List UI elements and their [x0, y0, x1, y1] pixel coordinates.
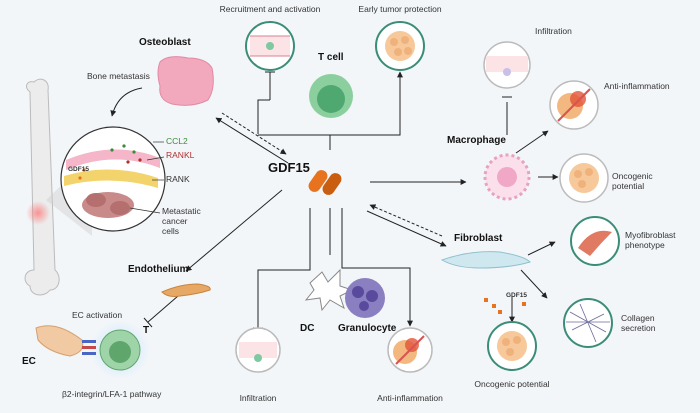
tcell	[309, 74, 353, 118]
granulocyte-cell	[345, 278, 385, 318]
inhibit-ec-bar	[143, 317, 153, 328]
arrow-from-fibroblast	[369, 204, 443, 237]
label-mac-oncogenic: Oncogenic potential	[612, 171, 653, 191]
mac-anti-inflammation-circle	[549, 80, 599, 130]
gdf15-particles	[484, 298, 526, 314]
arrow-to-anti-inflammation-bottom	[341, 208, 413, 327]
infiltration-bottom-circle	[235, 327, 281, 373]
ec-t-interaction	[35, 320, 150, 380]
arrow-to-endothelium	[185, 189, 283, 272]
label-inset-gdf15: GDF15	[68, 166, 89, 173]
label-mac-anti-inflammation: Anti-inflammation	[604, 81, 670, 91]
arrow-from-osteoblast	[221, 112, 287, 155]
label-gdf15: GDF15	[268, 160, 310, 175]
label-recruitment: Recruitment and activation	[219, 4, 321, 14]
gdf15-protein	[308, 170, 342, 195]
label-dc: DC	[300, 323, 315, 334]
label-rank: RANK	[166, 174, 190, 184]
label-endothelium: Endothelium	[128, 264, 189, 275]
arrow-bone-metastasis	[110, 87, 143, 117]
label-mac-infiltration: Infiltration	[535, 26, 572, 36]
inhibit-ec-activation	[147, 295, 179, 323]
arrow-to-early-protection	[330, 71, 403, 136]
myofibroblast-circle	[570, 216, 620, 266]
mac-infiltration-circle	[483, 41, 531, 89]
label-bone-metastasis: Bone metastasis	[87, 71, 150, 81]
dc-cell	[304, 268, 354, 312]
label-anti-inflammation-bottom: Anti-inflammation	[377, 393, 443, 403]
anti-inflammation-bottom-circle	[387, 327, 433, 373]
arrow-to-fibroblast	[366, 210, 447, 247]
label-rankl: RANKL	[166, 150, 195, 160]
label-fib-oncogenic: Oncogenic potential	[474, 379, 550, 389]
label-macrophage: Macrophage	[447, 135, 506, 146]
label-myofibroblast: Myofibroblast phenotype	[625, 230, 676, 250]
label-granulocyte: Granulocyte	[338, 323, 397, 334]
label-fibroblast: Fibroblast	[454, 233, 503, 244]
arrow-to-myofibroblast	[527, 241, 556, 256]
label-fib-gdf15: GDF15	[506, 292, 527, 299]
label-pathway: β2-integrin/LFA-1 pathway	[62, 389, 162, 399]
osteoblast-cell	[157, 56, 214, 106]
metastasis-inset	[60, 126, 166, 232]
label-osteoblast: Osteoblast	[139, 37, 191, 48]
label-tcell: T cell	[318, 52, 344, 63]
arrow-to-osteoblast	[215, 117, 289, 164]
recruitment-circle	[245, 21, 295, 71]
label-early-protection: Early tumor protection	[358, 4, 442, 14]
endothelium-cell	[161, 283, 211, 297]
early-protection-circle	[375, 21, 425, 71]
label-ec: EC	[22, 356, 36, 367]
tcell-link-left	[257, 99, 270, 134]
fib-oncogenic-circle	[487, 321, 537, 371]
arrow-to-collagen	[520, 269, 548, 299]
label-ec-activation: EC activation	[72, 310, 123, 320]
fibroblast-cell	[440, 251, 531, 269]
mac-oncogenic-circle	[559, 153, 609, 203]
label-infiltration-bottom: Infiltration	[239, 393, 277, 403]
arrow-to-mac-antiinfl	[515, 130, 549, 154]
label-ccl2: CCL2	[166, 136, 188, 146]
label-collagen: Collagen secretion	[621, 313, 656, 333]
collagen-circle	[563, 298, 613, 348]
to-infiltration-bottom	[257, 208, 311, 328]
label-t: T	[143, 325, 150, 336]
macrophage-cell	[483, 153, 531, 201]
label-metastatic-cells: Metastatic cancer cells	[162, 206, 201, 236]
